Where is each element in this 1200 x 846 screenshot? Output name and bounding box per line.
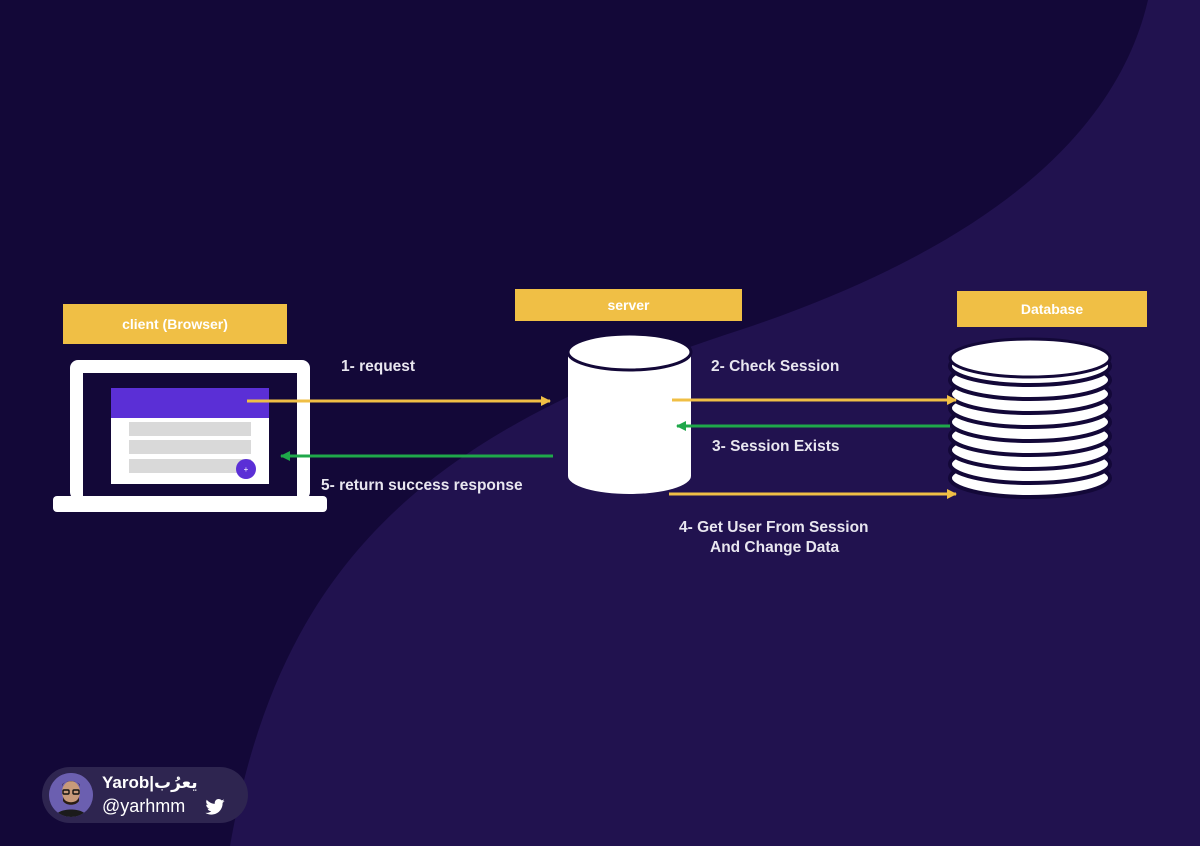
step-2-label: 2- Check Session [711,358,840,375]
author-handle: @yarhmm [102,796,186,816]
author-name-arabic: يعرُب [154,773,198,792]
step-3-label: 3- Session Exists [712,438,840,455]
author-name-latin: Yarob [102,773,150,792]
server-cylinder-icon [566,332,693,494]
fab-symbol: + [244,465,249,474]
step-5-label: 5- return success response [321,477,523,494]
author-badge: Yarob|يعرُب @yarhmm [42,767,248,823]
author-name: Yarob|يعرُب [102,773,198,793]
author-name-separator: | [149,773,155,792]
step-4-line-2: And Change Data [710,539,840,556]
laptop-icon: + [53,360,327,512]
server-label: server [515,289,742,321]
step-1-label: 1- request [341,358,416,375]
database-stack-icon [948,337,1112,499]
avatar-icon [49,773,93,817]
database-label: Database [957,291,1147,327]
twitter-bird-icon [205,799,225,815]
step-4-line-1: 4- Get User From Session [679,519,869,536]
client-label: client (Browser) [63,304,287,344]
